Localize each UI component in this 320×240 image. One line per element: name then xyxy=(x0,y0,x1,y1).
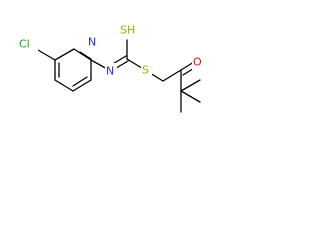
bond xyxy=(37,49,56,61)
imine-nitrogen-label: N xyxy=(106,65,114,78)
bond xyxy=(72,76,88,87)
bond xyxy=(162,69,182,82)
chlorine-atom-label: Cl xyxy=(19,38,30,51)
bond xyxy=(180,61,195,71)
bond-lines xyxy=(37,39,201,113)
bond xyxy=(73,48,92,61)
molecule-structure: Cl N N SH S O xyxy=(18,22,205,113)
bond xyxy=(72,79,92,92)
thiol-sulfur-label: SH xyxy=(120,24,135,37)
ketone-oxygen-label: O xyxy=(193,56,202,69)
bond xyxy=(180,79,201,92)
bond xyxy=(54,79,74,92)
bond xyxy=(180,90,201,103)
bond xyxy=(54,48,75,61)
pyridine-nitrogen-label: N xyxy=(88,36,96,49)
bond xyxy=(79,51,92,60)
thioester-sulfur-label: S xyxy=(142,64,149,77)
atom-labels: Cl N N SH S O xyxy=(18,22,205,79)
